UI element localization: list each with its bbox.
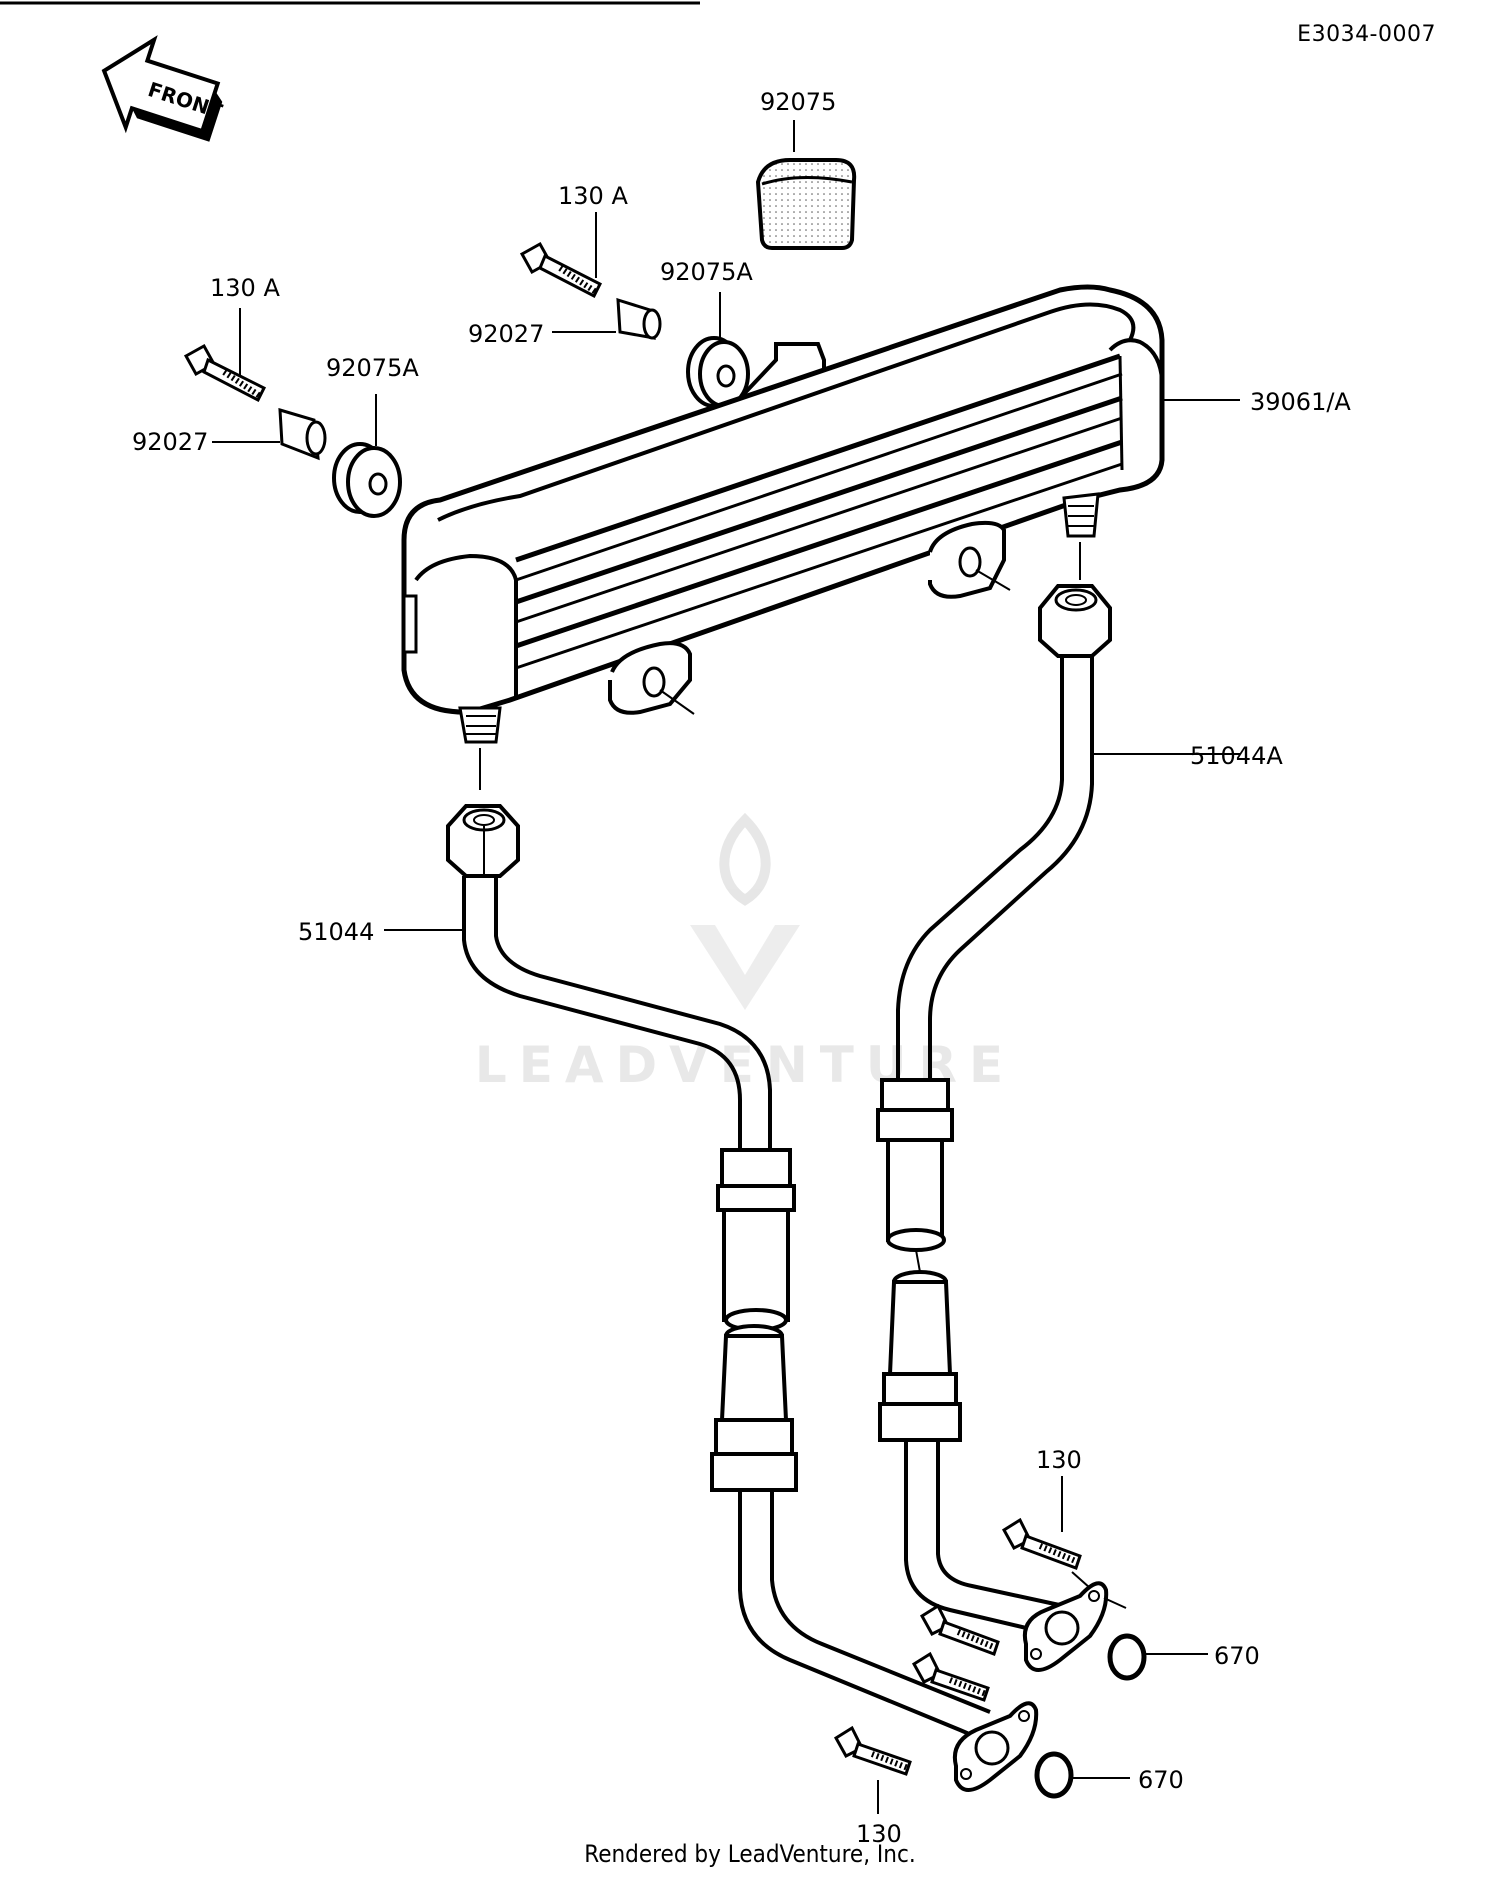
- part-labels: 92075 130 A 92075A 92027 130 A 92075A 92…: [132, 88, 1351, 1848]
- diagram-code: E3034-0007: [1297, 22, 1436, 47]
- label-670-upper: 670: [1214, 1642, 1260, 1670]
- flange-upper: [1023, 1581, 1127, 1672]
- oil-pipe-51044a: [896, 646, 1094, 1638]
- o-ring-670-upper: [1107, 1633, 1147, 1681]
- label-130a-left: 130 A: [210, 274, 280, 302]
- bolt-mid-2: [911, 1651, 990, 1702]
- label-51044: 51044: [298, 918, 374, 946]
- label-670-lower: 670: [1138, 1766, 1184, 1794]
- hose-right-upper: [876, 1078, 954, 1252]
- bolt-mid-1: [919, 1603, 1000, 1656]
- collar-92027-left: [278, 407, 327, 461]
- label-130a-top: 130 A: [558, 182, 628, 210]
- nut-51044a: [1038, 584, 1112, 658]
- bolt-130-lower: [833, 1725, 912, 1776]
- bolt-130a-left: [183, 343, 267, 403]
- label-92027-left: 92027: [132, 428, 208, 456]
- label-92027-top: 92027: [468, 320, 544, 348]
- nut-51044: [446, 804, 520, 878]
- leader-hose-right: [915, 1249, 921, 1273]
- footer-credit: Rendered by LeadVenture, Inc.: [584, 1840, 916, 1868]
- flange-lower: [953, 1701, 1039, 1792]
- grommet-92075a-left: [332, 442, 402, 518]
- watermark-logo: LEADVENTURE: [475, 812, 1003, 1094]
- label-92075: 92075: [760, 88, 836, 116]
- label-39061a: 39061/A: [1250, 388, 1351, 416]
- oil-cooler-39061a: [401, 284, 1165, 744]
- label-51044a: 51044A: [1190, 742, 1283, 770]
- label-130-right: 130: [1036, 1446, 1082, 1474]
- hose-right-lower: [878, 1270, 962, 1442]
- hose-left-upper: [716, 1148, 796, 1332]
- front-arrow-icon: FRONT: [101, 35, 226, 142]
- collar-92027-top: [616, 297, 662, 340]
- o-ring-670-lower: [1034, 1751, 1074, 1799]
- bolt-130a-top: [519, 241, 603, 299]
- pad-92075: [755, 158, 857, 250]
- hose-left-lower: [710, 1324, 798, 1492]
- bolt-130-upper: [1001, 1517, 1091, 1589]
- label-130-bottom: 130: [856, 1820, 902, 1848]
- leader-lines: [212, 120, 1240, 1814]
- label-92075a-left: 92075A: [326, 354, 419, 382]
- label-92075a-top: 92075A: [660, 258, 753, 286]
- grommet-92075a-top: [686, 336, 750, 408]
